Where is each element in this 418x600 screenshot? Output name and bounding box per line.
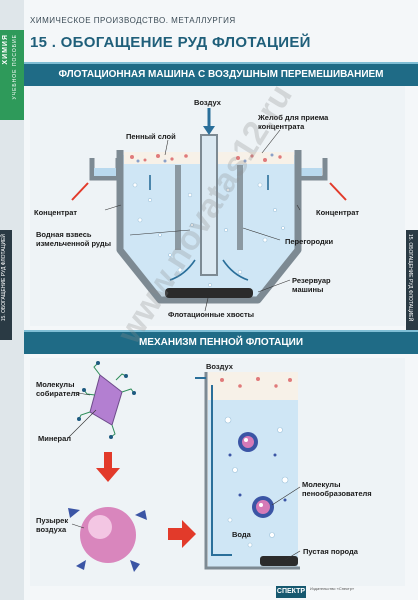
foam-particles bbox=[130, 154, 282, 162]
collector-heads bbox=[77, 361, 136, 439]
leader-lines-1 bbox=[104, 129, 301, 312]
circulation-arrows bbox=[149, 175, 269, 281]
flotation-cell-foam bbox=[208, 372, 298, 400]
air-inlet-pipe bbox=[211, 385, 232, 556]
tank-bubbles bbox=[132, 182, 285, 287]
label-tailings: Флотационные хвосты bbox=[168, 310, 255, 319]
label-reservoir: Резервуар машины bbox=[292, 276, 331, 294]
attached-minerals bbox=[68, 508, 147, 572]
flotation-cell-wall bbox=[204, 372, 300, 570]
label-air-top: Воздух bbox=[194, 98, 221, 107]
tank-wall bbox=[116, 150, 302, 304]
label-bubble: Пузырек воздуха bbox=[36, 516, 69, 534]
side-tab-right-label: 15. ОБОГАЩЕНИЕ РУД ФЛОТАЦИЕЙ bbox=[407, 234, 413, 322]
right-trough-liquid bbox=[300, 168, 322, 176]
air-arrow-head bbox=[203, 126, 215, 135]
tailings-layer bbox=[165, 288, 253, 298]
label-trough: Желоб для приема концентрата bbox=[258, 113, 329, 131]
partition-left bbox=[175, 165, 181, 250]
partition-right bbox=[237, 165, 243, 250]
label-collector: Молекулы собирателя bbox=[36, 380, 80, 398]
side-tab-right: 15. ОБОГАЩЕНИЕ РУД ФЛОТАЦИЕЙ bbox=[406, 230, 418, 340]
section2-heading: МЕХАНИЗМ ПЕННОЙ ФЛОТАЦИИ bbox=[138, 337, 304, 348]
publisher-info: Издательство «Спектр» bbox=[310, 586, 355, 591]
label-frother: Молекулы пенообразователя bbox=[302, 480, 372, 498]
concentrate-right-arrow bbox=[329, 182, 347, 201]
waste-rock-layer bbox=[260, 556, 298, 566]
subject-heading: ХИМИЧЕСКОЕ ПРОИЗВОДСТВО. МЕТАЛЛУРГИЯ bbox=[30, 16, 236, 25]
label-foam-layer: Пенный слой bbox=[126, 132, 176, 141]
section2-band: МЕХАНИЗМ ПЕННОЙ ФЛОТАЦИИ bbox=[24, 330, 418, 354]
concentrate-left-arrow bbox=[71, 182, 89, 201]
air-bubble-highlight bbox=[88, 515, 112, 539]
label-air-cell: Воздух bbox=[206, 362, 233, 371]
frother-cluster-2 bbox=[252, 496, 274, 518]
down-arrow bbox=[96, 452, 120, 482]
flotation-cell-water bbox=[208, 372, 298, 567]
side-tab-left: 15. ОБОГАЩЕНИЕ РУД ФЛОТАЦИЕЙ bbox=[0, 230, 12, 340]
page-title: 15 . ОБОГАЩЕНИЕ РУД ФЛОТАЦИЕЙ bbox=[30, 34, 311, 51]
label-partitions: Перегородки bbox=[285, 237, 334, 246]
left-trough-liquid bbox=[94, 168, 116, 176]
section1-heading: ФЛОТАЦИОННАЯ МАШИНА С ВОЗДУШНЫМ ПЕРЕМЕШИ… bbox=[58, 69, 384, 80]
frother-cluster-1 bbox=[238, 432, 258, 452]
foam-particles-blue bbox=[136, 153, 274, 163]
cell-bubbles bbox=[224, 416, 289, 548]
right-arrow bbox=[168, 520, 196, 548]
subject-tab: ХИМИЯ УЧЕБНОЕ ПОСОБИЕ bbox=[0, 30, 24, 120]
label-mineral: Минерал bbox=[38, 434, 72, 443]
label-water: Вода bbox=[232, 530, 251, 539]
section1-band: ФЛОТАЦИОННАЯ МАШИНА С ВОЗДУШНЫМ ПЕРЕМЕШИ… bbox=[24, 62, 418, 86]
mineral-particle bbox=[89, 374, 123, 426]
cell-foam-particles bbox=[220, 377, 292, 388]
frother-molecules bbox=[228, 453, 287, 502]
label-waste: Пустая порода bbox=[303, 547, 358, 556]
label-concentrate-right: Концентрат bbox=[316, 208, 360, 217]
publisher-logo: СПЕКТР bbox=[276, 586, 306, 598]
leader-lines-2 bbox=[67, 391, 301, 561]
label-suspension: Водная взвесь измельченной руды bbox=[36, 230, 112, 248]
label-concentrate-left: Концентрат bbox=[34, 208, 78, 217]
